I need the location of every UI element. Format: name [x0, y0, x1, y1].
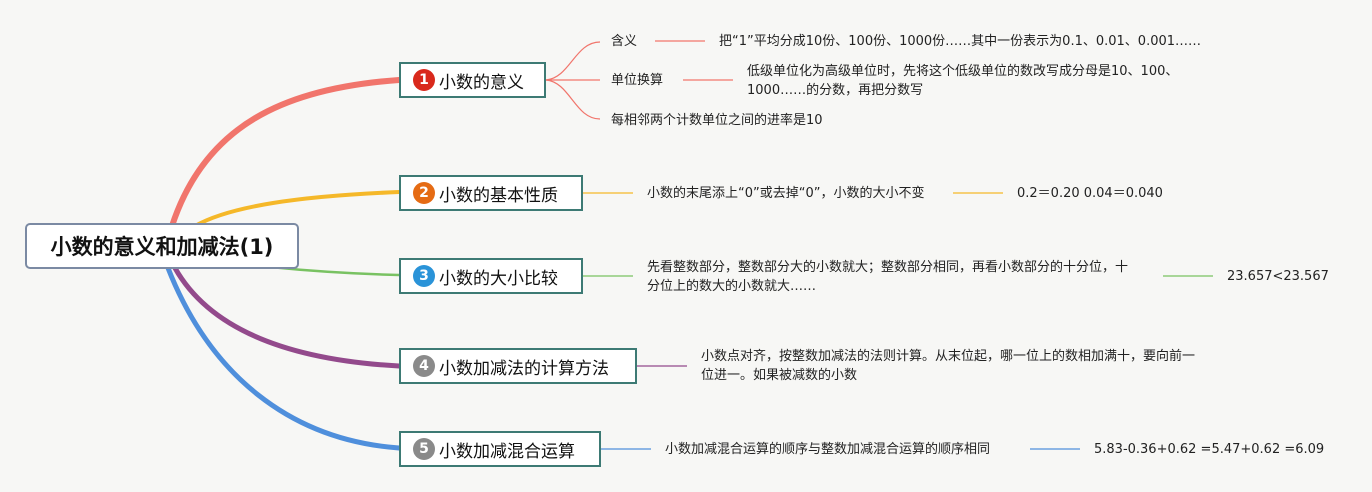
mixed-operations-detail[interactable]: 小数加减混合运算的顺序与整数加减混合运算的顺序相同 [665, 442, 991, 457]
topic-title-5: 小数加减混合运算 [439, 441, 575, 462]
topic-mixed-operations[interactable]: 5 小数加减混合运算 [399, 431, 601, 467]
root-topic[interactable]: 小数的意义和加减法(1) [25, 223, 299, 269]
number-badge-2: 2 [413, 182, 435, 204]
subtopic-ratio[interactable]: 每相邻两个计数单位之间的进率是10 [611, 113, 823, 128]
comparison-detail[interactable]: 先看整数部分，整数部分大的小数就大；整数部分相同，再看小数部分的十分位，十分位上… [647, 260, 1129, 294]
calc-method-detail[interactable]: 小数点对齐，按整数加减法的法则计算。从末位起，哪一位上的数相加满十，要向前一位进… [701, 349, 1196, 383]
root-title: 小数的意义和加减法(1) [50, 235, 274, 259]
branch-line-2 [193, 190, 401, 228]
topic-title-2: 小数的基本性质 [439, 185, 558, 206]
branch-line-5 [165, 265, 402, 451]
mixed-operations-example[interactable]: 5.83-0.36+0.62 =5.47+0.62 =6.09 [1094, 442, 1325, 457]
topic-title-4: 小数加减法的计算方法 [439, 358, 609, 379]
comparison-example[interactable]: 23.657<23.567 [1227, 269, 1329, 284]
basic-property-example[interactable]: 0.2＝0.20 0.04＝0.040 [1017, 186, 1163, 201]
topic-calc-method[interactable]: 4 小数加减法的计算方法 [399, 348, 637, 384]
number-badge-1: 1 [413, 69, 435, 91]
branch-line-1 [169, 77, 402, 229]
topic-decimal-meaning[interactable]: 1 小数的意义 [399, 62, 546, 98]
branch-line-4 [172, 265, 402, 369]
topic-title-1: 小数的意义 [439, 72, 524, 93]
number-badge-4: 4 [413, 355, 435, 377]
topic-basic-property[interactable]: 2 小数的基本性质 [399, 175, 583, 211]
subtopic-meaning-detail[interactable]: 把“1”平均分成10份、100份、1000份……其中一份表示为0.1、0.01、… [719, 34, 1202, 49]
number-badge-5: 5 [413, 438, 435, 460]
topic-title-3: 小数的大小比较 [439, 268, 558, 289]
subtopic-meaning-label[interactable]: 含义 [611, 34, 638, 49]
number-badge-3: 3 [413, 265, 435, 287]
topic-comparison[interactable]: 3 小数的大小比较 [399, 258, 583, 294]
subtopic-unit-conversion-label[interactable]: 单位换算 [611, 73, 664, 88]
subtopic-unit-conversion-detail[interactable]: 低级单位化为高级单位时，先将这个低级单位的数改写成分母是10、100、1000…… [747, 64, 1179, 98]
basic-property-detail[interactable]: 小数的末尾添上“0”或去掉“0”，小数的大小不变 [647, 186, 925, 201]
